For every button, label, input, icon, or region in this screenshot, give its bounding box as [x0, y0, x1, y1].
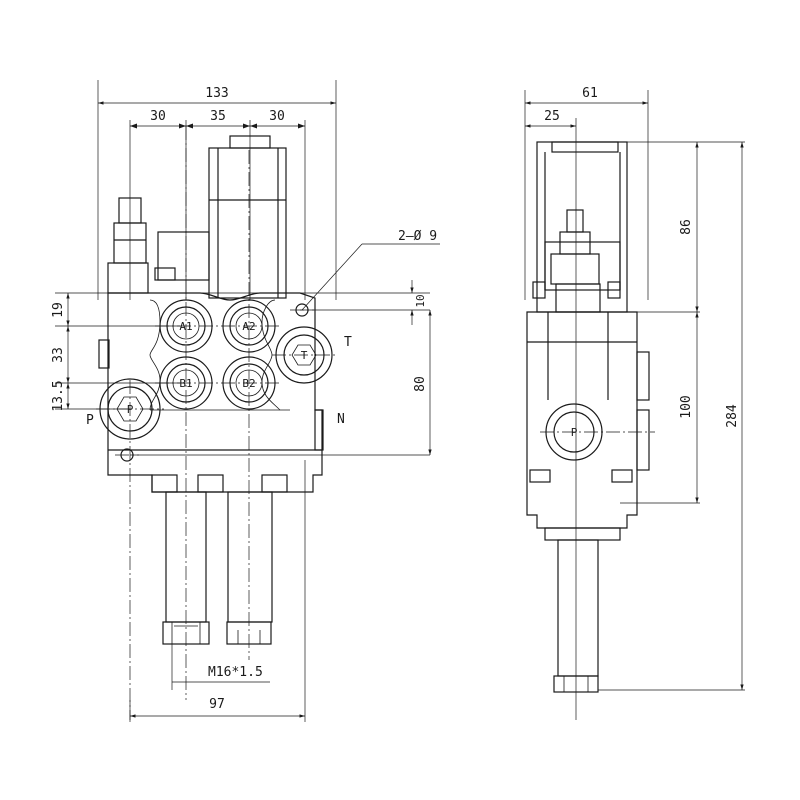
- dim-upper-height: 86: [679, 219, 694, 235]
- spools: [151, 474, 288, 645]
- dim-total-height: 284: [725, 404, 740, 428]
- dim-base-width: 97: [209, 697, 225, 712]
- front-center-lines: [96, 126, 336, 720]
- dim-thread: M16*1.5: [208, 665, 263, 680]
- side-port-p-label: P: [571, 426, 578, 439]
- port-p-side-label: P: [86, 413, 94, 428]
- dim-overall-depth: 61: [582, 86, 598, 101]
- side-port-p: P: [540, 403, 655, 461]
- port-a2-label: A2: [242, 320, 255, 333]
- front-labels: 133 30 35 30 2—Ø 9 10 19 33 13.5 80 M16*…: [51, 86, 437, 712]
- side-top-dimensions: [524, 90, 649, 720]
- side-upper-housing: [532, 141, 628, 313]
- hole-leader: [301, 243, 440, 311]
- side-labels: 61 25 86 100 284: [544, 86, 740, 428]
- side-spool: [553, 539, 599, 693]
- dim-mid-spacing: 35: [210, 109, 226, 124]
- side-right-dimensions: [598, 141, 745, 691]
- valve-body: [98, 292, 324, 493]
- mounting-holes: [115, 303, 314, 462]
- side-view: P 61 25 86 100 284: [524, 86, 745, 720]
- dim-height-c: 13.5: [51, 380, 66, 411]
- port-t-center-label: T: [301, 349, 308, 362]
- actuator-housing: [107, 135, 287, 299]
- dim-overall-width: 133: [205, 86, 228, 101]
- dim-hole-note: 2—Ø 9: [398, 229, 437, 244]
- front-right-dimensions: [130, 280, 432, 456]
- dim-body-height: 80: [413, 376, 428, 392]
- dim-height-b: 33: [51, 347, 66, 363]
- port-a1-label: A1: [179, 320, 192, 333]
- dim-left-spacing: 30: [150, 109, 166, 124]
- port-t-label: T: [344, 335, 352, 350]
- port-b2-label: B2: [242, 377, 255, 390]
- front-bottom-dimensions: [129, 460, 306, 722]
- side-body: [526, 311, 650, 541]
- dim-height-a: 19: [51, 302, 66, 318]
- dim-right-spacing: 30: [269, 109, 285, 124]
- port-n-label: N: [337, 412, 345, 427]
- front-view: 133 30 35 30 2—Ø 9 10 19 33 13.5 80 M16*…: [51, 80, 440, 722]
- port-b1-label: B1: [179, 377, 192, 390]
- port-p-center-label: P: [127, 403, 134, 416]
- dim-top-offset: 10: [414, 294, 427, 307]
- dim-port-depth: 25: [544, 109, 560, 124]
- dim-lower-height: 100: [679, 395, 694, 418]
